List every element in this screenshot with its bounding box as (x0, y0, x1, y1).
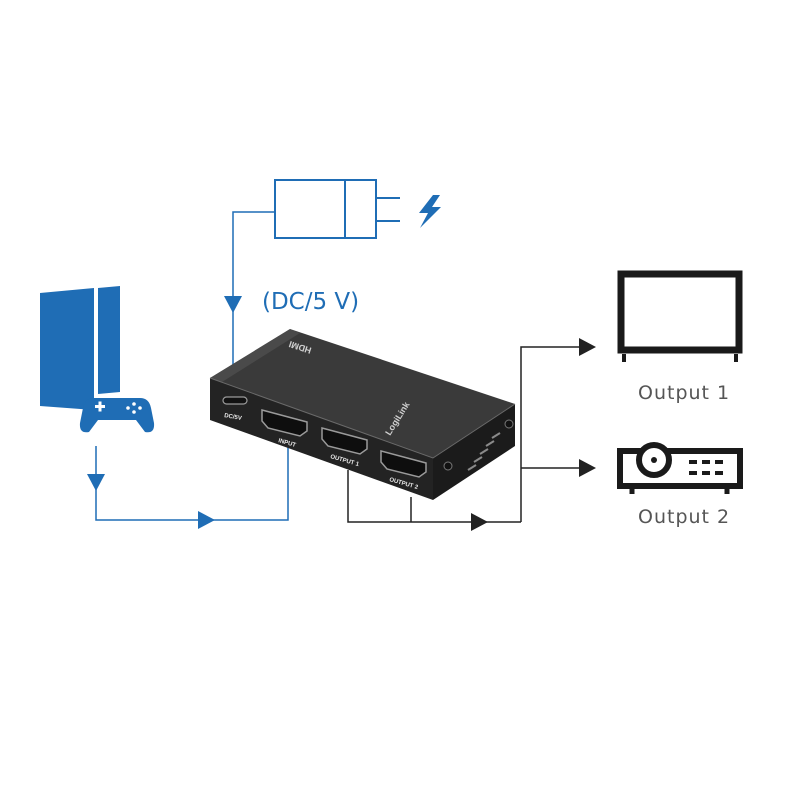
input-port-label: INPUT (277, 438, 296, 449)
power-adapter-icon (274, 179, 400, 239)
input-line (87, 442, 289, 529)
output-1-label: Output 1 (638, 382, 730, 404)
output-1-port (321, 427, 368, 455)
input-port (261, 409, 308, 437)
game-console-icon (40, 286, 120, 410)
power-line (224, 211, 275, 388)
power-label: (DC/5 V) (262, 289, 359, 315)
output-2-label: Output 2 (638, 506, 730, 528)
lightning-icon (419, 195, 441, 228)
screw-icon (504, 419, 514, 429)
dc-port (222, 396, 248, 405)
screw-icon (443, 461, 453, 471)
projector-icon (617, 442, 743, 494)
gamepad-icon (79, 398, 155, 433)
tv-icon (617, 270, 743, 362)
dc-port-label: DC/5V (224, 413, 242, 422)
side-vents (467, 432, 501, 471)
output-lines (347, 338, 596, 531)
output-2-port (380, 450, 427, 478)
hdmi-splitter-device: HDMI LogiLink DC/5V INPUT OUTPUT 1 OUTPU… (209, 329, 516, 500)
